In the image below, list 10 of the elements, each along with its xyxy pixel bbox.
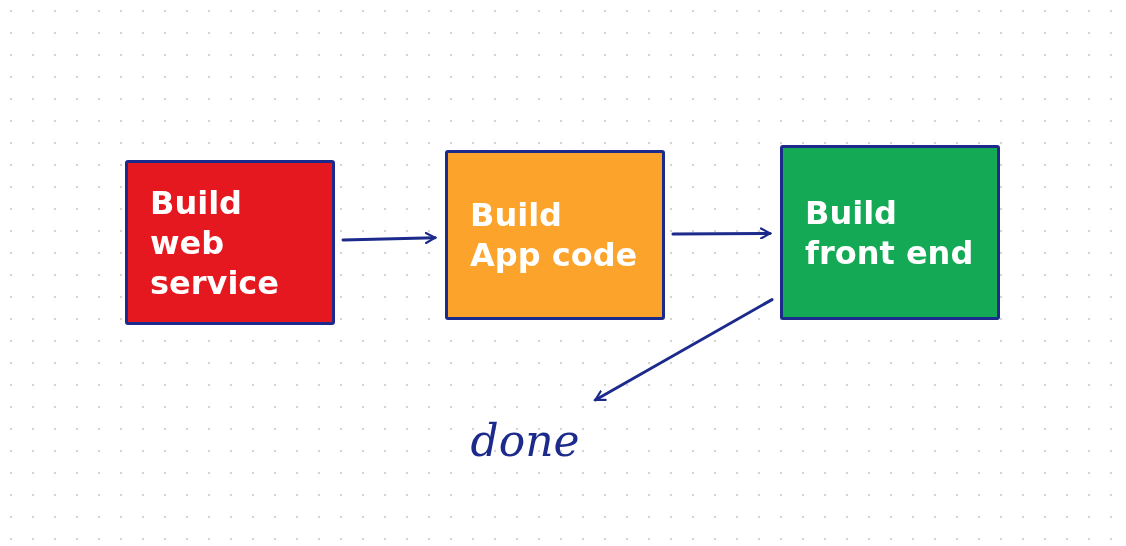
arrow bbox=[593, 298, 774, 402]
step-label: Build front end bbox=[805, 192, 975, 273]
arrow bbox=[341, 231, 437, 245]
process-box bbox=[445, 150, 665, 320]
process-box bbox=[780, 145, 1000, 320]
process-box bbox=[125, 160, 335, 325]
step-label: Build web service bbox=[150, 182, 281, 303]
end-label: done bbox=[470, 414, 580, 466]
step-label: Build App code bbox=[470, 195, 639, 275]
arrow bbox=[671, 227, 772, 240]
